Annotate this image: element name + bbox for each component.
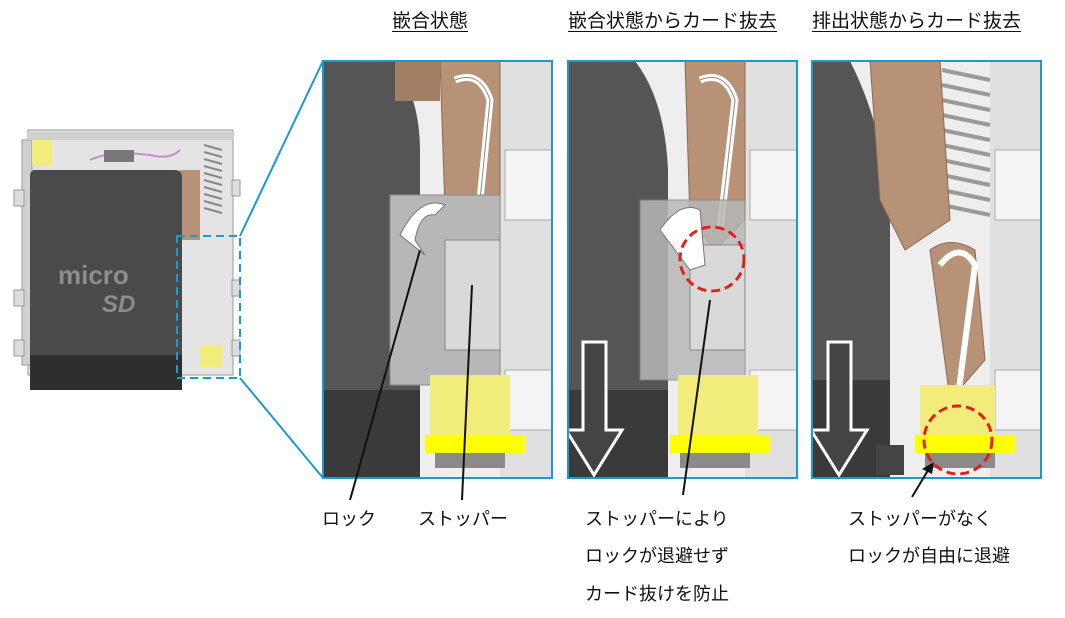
panel-removal-from-mated [568,61,797,478]
leader-stopper [461,284,473,501]
panel-mated-state [323,61,552,478]
leader-lock [349,249,421,501]
highlight-circle-stopper [678,225,746,293]
microsd-card [30,170,182,390]
label-panel2-line1: ストッパーにより [585,509,729,530]
leader-panel2 [682,299,711,496]
label-stopper: ストッパー [418,509,508,530]
zoom-region-indicator [176,235,241,379]
label-panel3-line2: ロックが自由に退避 [848,546,1010,567]
leader-panel3-arrowhead [922,462,934,474]
panel-frame-3 [811,60,1042,479]
heading-card-removal-from-ejected: 排出状態からカード抜去 [812,10,1022,32]
card-logo-sd: SD [102,291,135,318]
highlight-circle-no-stopper [922,404,994,476]
label-panel2-line3: カード抜けを防止 [585,584,729,605]
leader-panel3 [911,466,931,498]
panel-frame-2 [567,60,798,479]
removal-arrow-1 [568,340,625,478]
heading-card-removal-from-mated: 嵌合状態からカード抜去 [568,10,778,32]
heading-mated-state: 嵌合状態 [392,10,469,32]
removal-arrow-2 [812,340,870,478]
label-panel3-line1: ストッパーがなく [848,509,992,530]
zoom-line-top [239,60,324,237]
zoom-line-bottom [239,377,324,479]
label-lock: ロック [322,509,376,530]
card-logo-micro: micro [58,260,129,290]
panel-removal-from-ejected [812,61,1041,478]
label-panel2-line2: ロックが退避せず [585,546,729,567]
panel-frame-1 [322,60,553,479]
